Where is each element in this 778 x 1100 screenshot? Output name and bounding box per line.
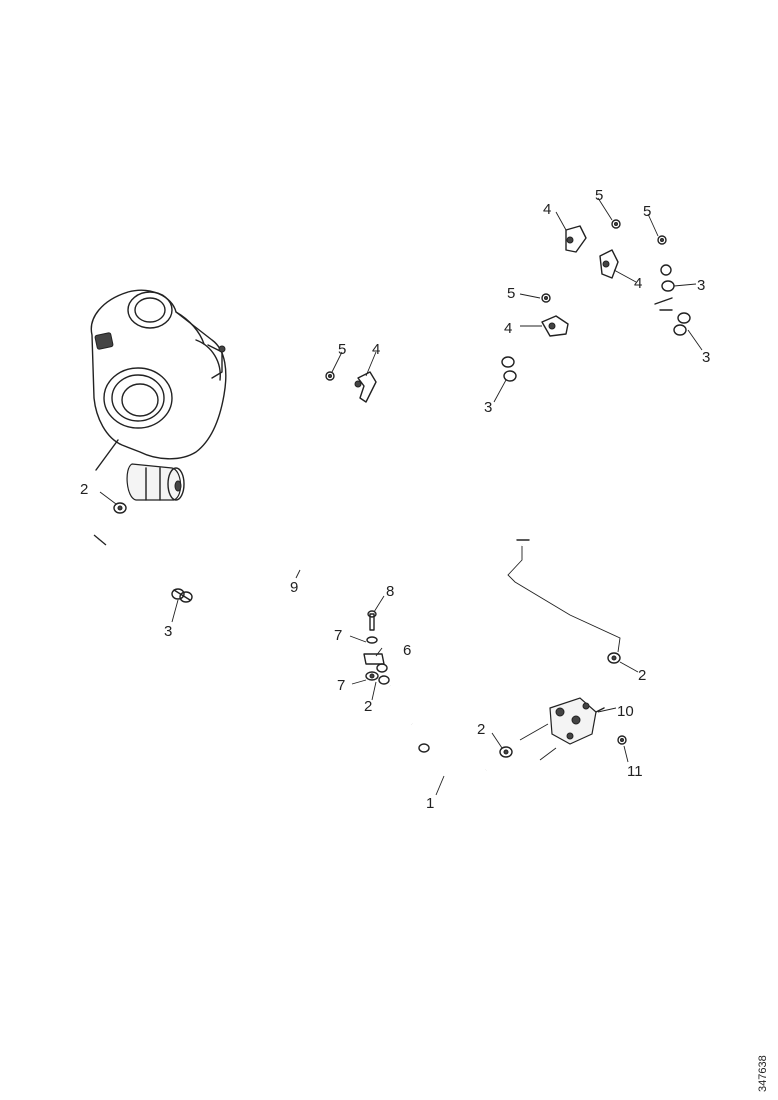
clamp-3-right	[673, 312, 691, 336]
screw-11	[617, 735, 627, 745]
callout-2-upper-valve: 2	[638, 667, 646, 684]
callout-4-top-b: 4	[634, 275, 642, 292]
callout-5-top-a: 5	[595, 187, 603, 204]
callout-3-right: 3	[702, 349, 710, 366]
bracket-4-left	[354, 371, 377, 403]
nut-5-top-b	[657, 235, 667, 245]
callout-2-lower-valve: 2	[477, 721, 485, 738]
callout-1: 1	[426, 795, 434, 812]
bracket-4-top-a	[565, 225, 587, 253]
callout-11: 11	[627, 763, 643, 780]
bracket-4-top-b	[599, 249, 619, 279]
callout-6: 6	[403, 642, 411, 659]
callout-9: 9	[290, 579, 298, 596]
callout-10: 10	[617, 703, 634, 720]
callout-2-small-hose: 2	[364, 698, 372, 715]
callout-2-turbo: 2	[80, 481, 88, 498]
callout-5-top-b: 5	[643, 203, 651, 220]
seal-2-turbo	[113, 502, 127, 514]
callout-3-mid: 3	[484, 399, 492, 416]
callout-4-mid: 4	[504, 320, 512, 337]
nut-5-top-a	[611, 219, 621, 229]
seal-2-upper-valve	[607, 652, 621, 664]
leader-lines	[99, 197, 703, 796]
callout-labels: 2 3 9 5 4 3 5 4 4 5 5 4 3 3 8 7 6 7 2 2 …	[80, 187, 710, 812]
callout-3-left: 3	[164, 623, 172, 640]
small-hose	[387, 684, 415, 726]
callout-5-mid: 5	[507, 285, 515, 302]
clamp-3-top-right	[660, 264, 675, 292]
bracket-4-mid	[541, 315, 569, 337]
check-valve-10	[519, 697, 605, 761]
callout-7-upper: 7	[334, 627, 342, 644]
oil-pipe-9	[93, 264, 666, 580]
nut-5-left	[325, 371, 335, 381]
hose-connector-cylinder	[126, 463, 185, 501]
clamp-3-left	[171, 588, 193, 603]
callout-5-left: 5	[338, 341, 346, 358]
turbocharger	[90, 289, 227, 471]
figure-reference-number: 347638	[757, 1055, 769, 1092]
callout-4-top-a: 4	[543, 201, 551, 218]
oil-pipe-1	[418, 743, 487, 781]
banjo-fitting-stack	[363, 610, 388, 681]
oil-pipe-right	[507, 297, 673, 653]
callout-8: 8	[386, 583, 394, 600]
callout-7-lower: 7	[337, 677, 345, 694]
nut-5-mid	[541, 293, 551, 303]
seal-2-small-hose	[378, 675, 390, 685]
seal-2-lower-valve	[499, 746, 513, 758]
callout-4-left: 4	[372, 341, 380, 358]
clamp-3-mid	[501, 356, 517, 382]
callout-3-top-right: 3	[697, 277, 705, 294]
